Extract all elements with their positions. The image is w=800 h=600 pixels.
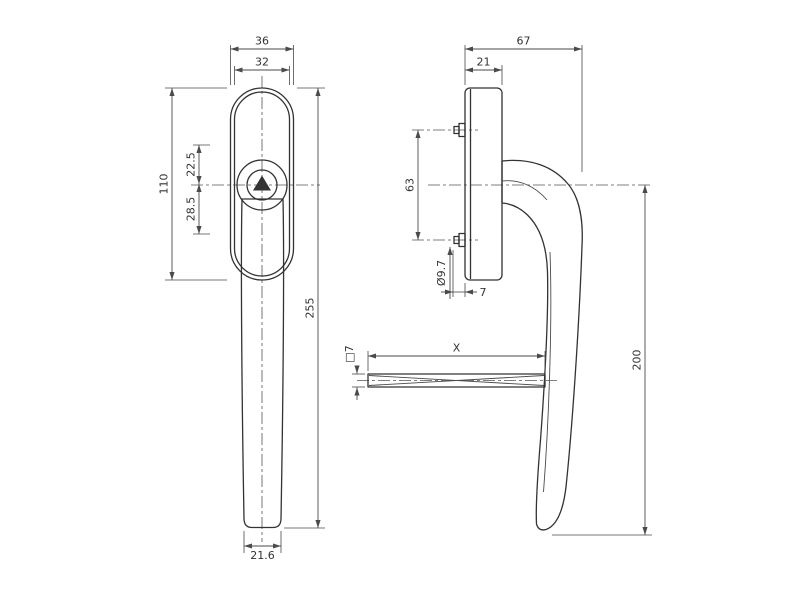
dim-rosette-height: 110 (158, 87, 227, 281)
spindle-hatch-line-2 (368, 375, 545, 386)
handle-drop-label: 200 (631, 350, 644, 371)
dim-spindle-length: X (367, 342, 546, 371)
hub-inner-circle (246, 169, 278, 201)
dim-hub-offset-lower: 28.5 (185, 184, 210, 235)
handle-neck-contour (501, 180, 548, 201)
front-width-outer-label: 36 (255, 35, 269, 48)
handle-grip-contour (543, 251, 552, 493)
spindle-bar-outline (367, 373, 546, 388)
front-width-inner-label: 32 (255, 56, 269, 69)
dim-total-height: 255 (284, 87, 325, 529)
dim-front-width-inner: 32 (234, 56, 290, 85)
total-height-label: 255 (304, 298, 317, 319)
hub-offset-lower-label: 28.5 (185, 197, 198, 222)
side-view: 67 21 63 Ø9.7 7 (404, 35, 652, 536)
screw-spacing-label: 63 (404, 178, 417, 192)
upper-screw (453, 122, 466, 138)
rosette-depth-label: 21 (477, 56, 491, 69)
rosette-inner-outline (233, 91, 291, 277)
hub-outer-circle (236, 159, 288, 211)
dim-handle-drop: 200 (552, 185, 652, 536)
spindle-view: X □7 (343, 342, 557, 400)
spindle-hole-triangle-mark (253, 175, 271, 191)
lower-screw (453, 232, 466, 248)
front-view: 36 32 110 22.5 28.5 (158, 35, 325, 562)
screw-diameter-label: Ø9.7 (435, 260, 448, 286)
dim-grip-width: 21.6 (243, 531, 282, 562)
dim-front-width-outer: 36 (230, 35, 294, 85)
rosette-outer-outline (229, 87, 295, 281)
rosette-height-label: 110 (158, 174, 171, 195)
dim-side-total-depth: 67 (464, 35, 583, 172)
dim-screw-diameter: Ø9.7 (435, 247, 453, 299)
handle-side-outline (501, 159, 583, 531)
side-total-depth-label: 67 (517, 35, 531, 48)
grip-width-label: 21.6 (250, 549, 275, 562)
dim-rosette-depth: 21 (465, 56, 503, 85)
screw-protrusion-label: 7 (480, 286, 487, 299)
spindle-square-label: □7 (343, 345, 356, 362)
dim-screw-spacing: 63 (404, 130, 421, 240)
dim-spindle-square: □7 (343, 345, 365, 400)
spindle-length-label: X (453, 342, 461, 355)
dim-screw-protrusion: 7 (441, 250, 487, 299)
dim-hub-offset-upper: 22.5 (185, 144, 210, 184)
hub-offset-upper-label: 22.5 (185, 152, 198, 177)
grip-front-outline (240, 198, 285, 529)
